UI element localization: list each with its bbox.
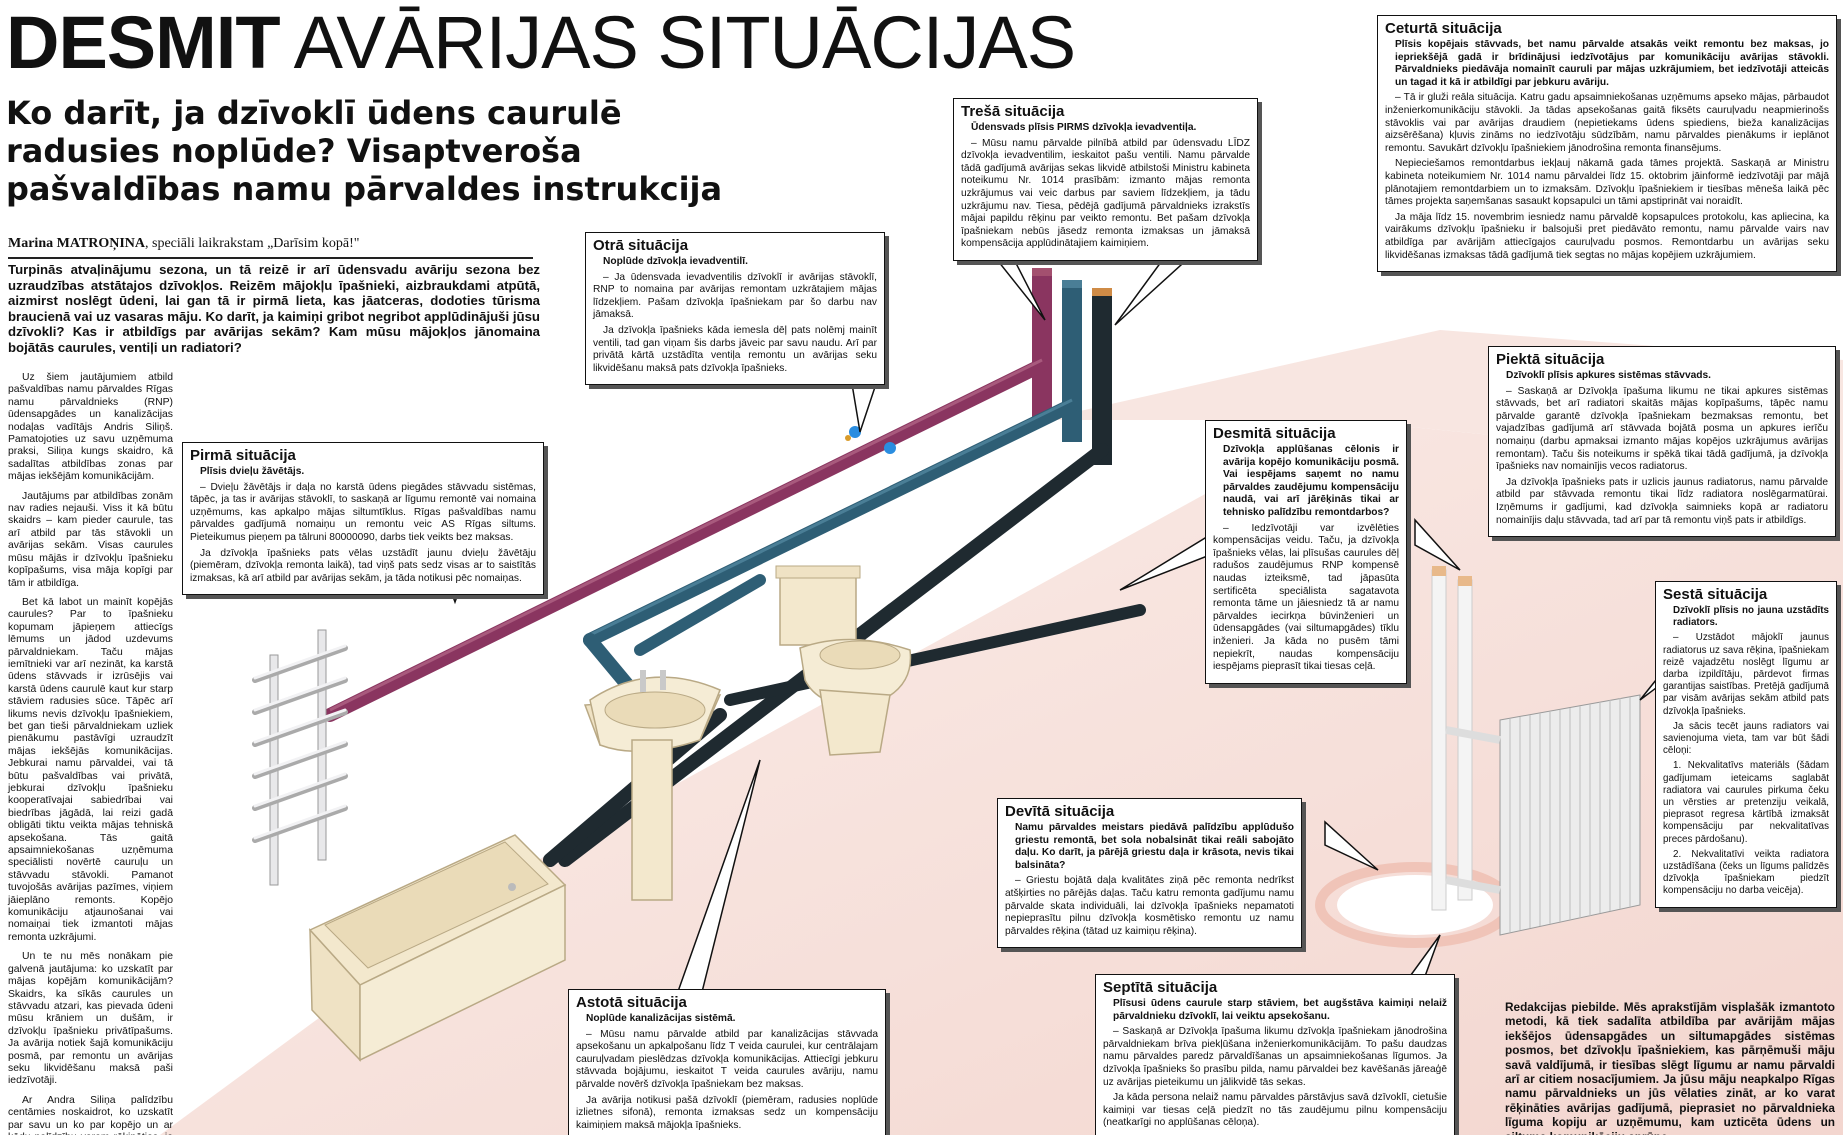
byline-rest: , speciāli laikrakstam „Darīsim kopā!" [145,236,360,251]
body-paragraph: Jautājums par atbildības zonām nav radie… [8,490,173,589]
pipe-teal-lower [634,574,766,656]
box-paragraph: – Griestu bojātā daļa kvalitātes ziņā pē… [1005,875,1294,937]
box-title: Devītā situācija [1005,803,1115,820]
valve-icon [845,426,896,454]
box-tenth-situation: Desmitā situācija Dzīvokļa applūšanas cē… [1205,420,1407,684]
box-eighth-situation: Astotā situācija Noplūde kanalizācijas s… [568,989,886,1135]
toilet [775,565,912,756]
box-question: Plīsusi ūdens caurule starp stāviem, bet… [1113,998,1447,1022]
box-paragraph: Ja kāda persona nelaiž namu pārvaldes pā… [1103,1092,1447,1129]
page-subtitle: Ko darīt, ja dzīvoklī ūdens caurulē radu… [6,94,723,208]
box-paragraph: Ja māja līdz 15. novembrim iesniedz namu… [1385,211,1829,261]
box-paragraph: – Saskaņā ar Dzīvokļa īpašuma likumu ne … [1496,385,1828,473]
pipe-dark-lower [724,604,1146,706]
lead-paragraph: Turpinās atvaļinājumu sezona, un tā reiz… [8,262,540,355]
pipe-magenta-main [323,358,1049,722]
pipe-teal-main [583,398,1079,647]
radiator [1431,566,1641,936]
box-seventh-situation: Septītā situācija Plīsusi ūdens caurule … [1095,974,1455,1135]
box-title: Otrā situācija [593,237,689,254]
box-paragraph: – Saskaņā ar Dzīvokļa īpašuma likumu dzī… [1103,1026,1447,1088]
box-title: Desmitā situācija [1213,425,1336,442]
box-question: Dzīvokļa applūšanas cēlonis ir avārija k… [1223,444,1399,518]
body-paragraph: Bet kā labot un mainīt kopējās caurules?… [8,596,173,943]
box-question: Namu pārvaldes meistars piedāvā palīdzīb… [1015,822,1294,871]
box-paragraph: Ja dzīvokļa īpašnieks kāda iemesla dēļ p… [593,324,877,374]
body-last-text: Ar Andra Siliņa palīdzību centāmies nosk… [8,1094,173,1135]
body-paragraph: Un te nu mēs nonākam pie galvenā jautāju… [8,951,173,1087]
sink [583,670,722,901]
box-paragraph: – Mūsu namu pārvalde pilnībā atbild par … [961,137,1250,250]
box-title: Trešā situācija [961,103,1065,120]
title-bold: DESMIT [6,1,281,84]
box-title: Piektā situācija [1496,351,1605,368]
box-fourth-situation: Ceturtā situācija Plīsis kopējais stāvva… [1377,15,1837,273]
riser-dark [1092,290,1112,465]
box-paragraph: Ja avārija notikusi pašā dzīvoklī (piemē… [576,1094,878,1131]
towel-rail [252,629,348,886]
riser-teal [1062,282,1082,442]
box-question: Ūdensvads plīsis PIRMS dzīvokļa ievadven… [971,122,1197,133]
body-column: Uz šiem jautājumiem atbild pašvaldības n… [8,372,173,1135]
box-paragraph: 2. Nekvalitatīvi veikta radiatora uzstād… [1663,848,1829,897]
box-paragraph: – Tā ir gluži reāla situācija. Katru gad… [1385,92,1829,154]
box-paragraph: – Iedzīvotāji var izvēlēties kompensācij… [1213,522,1399,673]
box-question: Plīsis kopējais stāvvads, bet namu pārva… [1395,39,1829,88]
box-question: Plīsis dvieļu žāvētājs. [200,466,305,477]
byline-author: Marina MATROŅINA [8,236,146,251]
box-sixth-situation: Sestā situācija Dzīvoklī plīsis no jauna… [1655,581,1837,908]
floor-drain-ring [1315,862,1515,948]
box-question: Dzīvoklī plīsis apkures sistēmas stāvvad… [1506,370,1711,381]
floor-plane [160,420,1843,1135]
box-paragraph: Ja dzīvokļa īpašnieks pats ir uzlicis ja… [1496,476,1828,526]
box-paragraph: – Dvieļu žāvētājs ir daļa no karstā ūden… [190,481,536,543]
box-fifth-situation: Piektā situācija Dzīvoklī plīsis apkures… [1488,346,1836,538]
box-question: Noplūde dzīvokļa ievadventilī. [603,256,748,267]
box-title: Septītā situācija [1103,979,1218,996]
box-paragraph: – Ja ūdensvada ievadventilis dzīvoklī ir… [593,271,877,321]
box-paragraph: 1. Nekvalitatīvs materiāls (šādam gadīju… [1663,760,1829,845]
box-question: Dzīvoklī plīsis no jauna uzstādīts radia… [1673,605,1829,629]
bathtub [308,834,567,1062]
box-paragraph: Nepieciešamos remontdarbus iekļauj nākam… [1385,158,1829,208]
box-ninth-situation: Devītā situācija Namu pārvaldes meistars… [997,798,1302,949]
byline: Marina MATROŅINA, speciāli laikrakstam „… [8,236,528,252]
box-paragraph: Ja sācis tecēt jauns radiators vai savie… [1663,720,1829,757]
box-title: Sestā situācija [1663,586,1768,603]
box-paragraph: – Mūsu namu pārvalde atbild par kanalizā… [576,1028,878,1090]
box-paragraph: – Uzstādot mājoklī jaunus radiatorus uz … [1663,632,1829,717]
box-paragraph: Ja dzīvokļa īpašnieks pats vēlas uzstādī… [190,547,536,584]
box-title: Astotā situācija [576,994,687,1011]
body-paragraph: Ar Andra Siliņa palīdzību centāmies nosk… [8,1095,173,1135]
box-second-situation: Otrā situācija Noplūde dzīvokļa ievadven… [585,232,885,386]
lead-divider [8,257,533,259]
body-paragraph: Uz šiem jautājumiem atbild pašvaldības n… [8,372,173,483]
box-title: Pirmā situācija [190,447,296,464]
box-title: Ceturtā situācija [1385,20,1502,37]
box-question: Noplūde kanalizācijas sistēmā. [586,1013,736,1024]
box-third-situation: Trešā situācija Ūdensvads plīsis PIRMS d… [953,98,1258,261]
title-light: AVĀRIJAS SITUĀCIJAS [293,1,1076,84]
riser-magenta [1032,270,1052,420]
box-first-situation: Pirmā situācija Plīsis dvieļu žāvētājs. … [182,442,544,596]
editor-note: Redakcijas piebilde. Mēs aprakstījām vis… [1505,1000,1835,1135]
